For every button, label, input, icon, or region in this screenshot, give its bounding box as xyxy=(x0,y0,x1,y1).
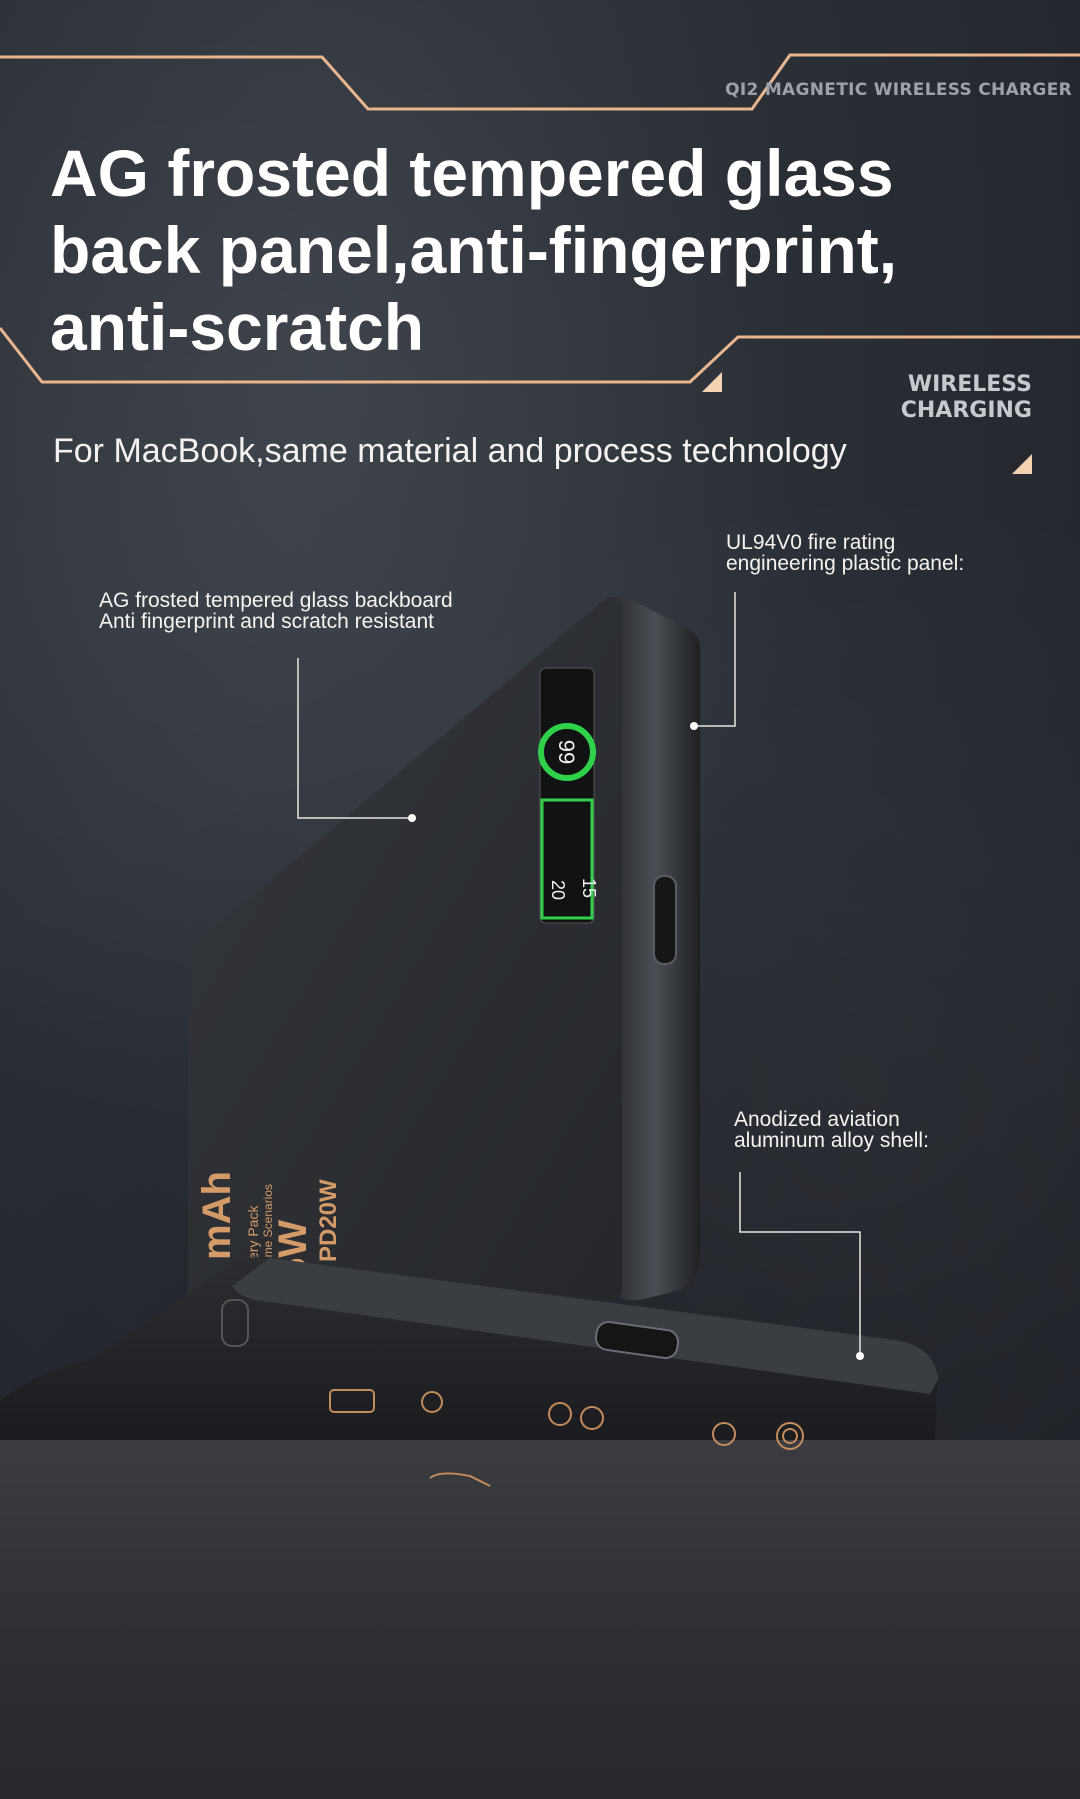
display-right-value: 20 xyxy=(548,880,568,900)
battery-ring-icon xyxy=(538,723,596,781)
glass-callout-line-2: Anti fingerprint and scratch resistant xyxy=(99,610,434,633)
glass-callout: AG frosted tempered glass backboard Anti… xyxy=(99,590,453,632)
panel-callout: UL94V0 fire rating engineering plastic p… xyxy=(726,532,964,574)
panel-callout-line-1: UL94V0 fire rating xyxy=(726,531,896,554)
glass-callout-line xyxy=(297,658,412,819)
headline: AG frosted tempered glass back panel,ant… xyxy=(50,135,950,366)
usb-c-port-icon xyxy=(595,1320,679,1360)
shell-callout: Anodized aviation aluminum alloy shell: xyxy=(734,1109,929,1151)
triangle-accent-icon xyxy=(702,372,722,392)
capacity-text: mAh xyxy=(195,1171,239,1260)
shell-callout-line-2: aluminum alloy shell: xyxy=(734,1129,929,1152)
flat-power-bank xyxy=(0,1257,938,1487)
corner-tag-line-1: WIRELESS xyxy=(907,372,1032,397)
pd-text: PD20W xyxy=(315,1179,342,1262)
panel-callout-line-2: engineering plastic panel: xyxy=(726,552,965,575)
corner-tag-line-2: CHARGING xyxy=(900,398,1032,423)
brand-tag: QI2 MAGNETIC WIRELESS CHARGER xyxy=(725,80,1072,100)
headline-line-2: back panel,anti-fingerprint, xyxy=(50,213,898,287)
panel-callout-dot xyxy=(690,722,698,730)
subtitle: For MacBook,same material and process te… xyxy=(53,432,847,470)
shell-callout-line xyxy=(739,1172,861,1356)
pack-text: ery Pack xyxy=(245,1205,261,1260)
headline-line-3: anti-scratch xyxy=(50,290,425,364)
display-left-value: 15 xyxy=(579,878,599,898)
panel-callout-line xyxy=(694,592,736,727)
upright-power-bank: 99 15 20 mAh ery Pack ime Scenarios 5W P… xyxy=(188,596,700,1310)
usb-c-port-icon xyxy=(653,875,677,965)
certification-marks xyxy=(329,1389,804,1450)
wireless-charging-tag: WIRELESS CHARGING xyxy=(872,372,1032,424)
button-outline xyxy=(221,1299,249,1347)
triangle-accent-icon xyxy=(1012,454,1032,474)
glass-callout-dot xyxy=(408,814,416,822)
shell-callout-line-1: Anodized aviation xyxy=(734,1108,900,1131)
shell-callout-dot xyxy=(856,1352,864,1360)
floor-surface xyxy=(0,1440,1080,1799)
glass-callout-line-1: AG frosted tempered glass backboard xyxy=(99,589,453,612)
display-bar xyxy=(540,798,594,920)
scenarios-text: ime Scenarios xyxy=(261,1184,275,1260)
display-percent: 99 xyxy=(554,740,579,764)
headline-line-1: AG frosted tempered glass xyxy=(50,136,894,210)
